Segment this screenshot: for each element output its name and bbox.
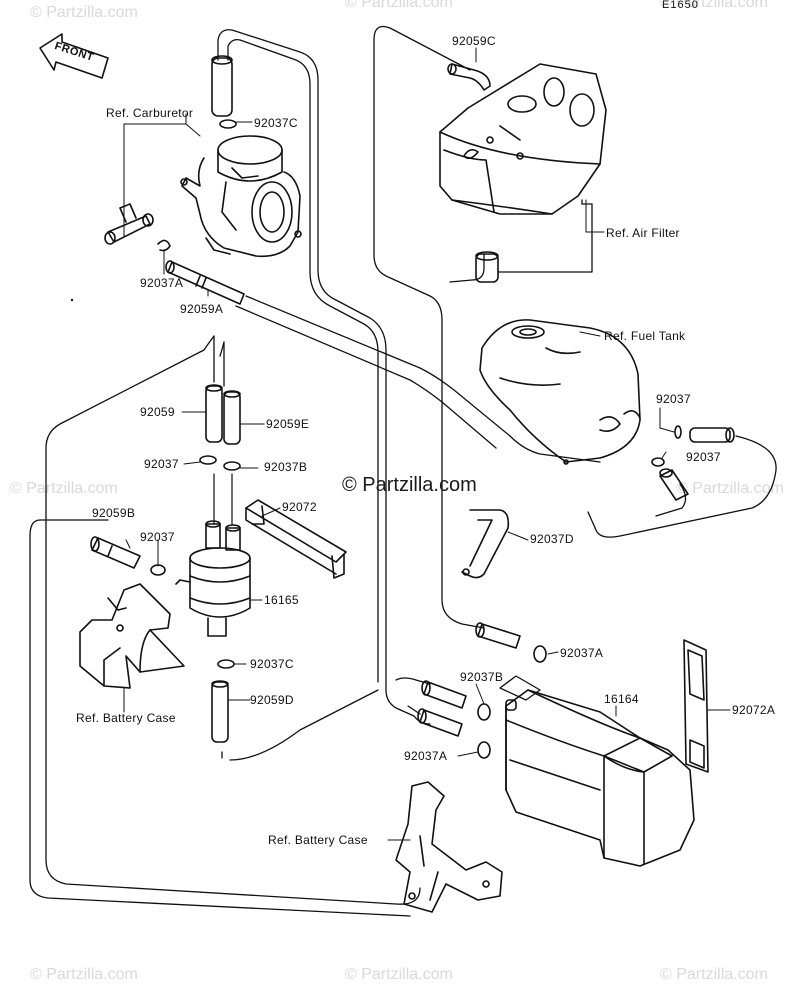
label-ref-fuel-tank: Ref. Fuel Tank	[604, 329, 686, 343]
label-92059e: 92059E	[266, 417, 310, 431]
label-ref-air-filter: Ref. Air Filter	[606, 226, 680, 240]
hose-92059c	[447, 63, 491, 91]
hose-92059e	[223, 390, 241, 445]
clamp-92037-tank-lower	[651, 457, 665, 467]
label-92059: 92059	[140, 405, 175, 419]
clamp-92037-tank-upper	[674, 425, 682, 439]
label-92072: 92072	[282, 500, 317, 514]
clamp-92037a-right	[533, 645, 547, 663]
label-92059c: 92059C	[452, 34, 496, 48]
label-92072a: 92072A	[732, 703, 776, 717]
hose-92059d	[211, 680, 229, 743]
label-16164: 16164	[604, 692, 639, 706]
watermark-bottom-right: © Partzilla.com	[660, 966, 768, 983]
stray-dot-mark	[70, 298, 74, 302]
clamp-92037c-low	[217, 659, 235, 669]
watermark-mid-left: © Partzilla.com	[10, 480, 118, 497]
label-92037c-low: 92037C	[250, 657, 294, 671]
hose-routing-lines	[29, 25, 777, 917]
clamp-92037d-drawing	[461, 509, 510, 579]
canister-16164-drawing	[505, 689, 695, 867]
diagram-code: E1650	[662, 0, 699, 11]
front-arrow-icon	[39, 33, 109, 79]
label-92037b-low: 92037B	[460, 670, 504, 684]
label-92037d: 92037D	[530, 532, 574, 546]
watermark-bottom-left: © Partzilla.com	[30, 966, 138, 983]
t-fitting-drawing	[104, 203, 154, 245]
label-92037-clamp: 92037	[140, 530, 175, 544]
hose-tank-right	[689, 427, 735, 443]
hose-tank-lower	[659, 468, 689, 501]
label-92059b: 92059B	[92, 506, 136, 520]
watermark-bottom-center: © Partzilla.com	[345, 966, 453, 983]
label-92037a-left: 92037A	[140, 276, 184, 290]
label-ref-carburetor: Ref. Carburetor	[106, 106, 194, 120]
label-ref-battery-case-left: Ref. Battery Case	[76, 711, 176, 725]
strap-92072a-drawing	[683, 639, 709, 773]
label-92037a-right: 92037A	[560, 646, 604, 660]
hose-92059a	[165, 260, 245, 305]
hose-92059b	[90, 536, 141, 569]
hoses-lower-center	[417, 680, 467, 737]
battery-case-left-drawing	[79, 583, 185, 689]
hose-92037a-right	[475, 622, 521, 649]
watermark-center: © Partzilla.com	[342, 474, 477, 496]
fuel-filter-drawing	[175, 520, 251, 637]
label-92059d: 92059D	[250, 693, 294, 707]
carburetor-drawing	[180, 135, 302, 258]
leader-lines	[123, 47, 731, 841]
label-92059a: 92059A	[180, 302, 224, 316]
label-16165: 16165	[264, 593, 299, 607]
label-92037c-top: 92037C	[254, 116, 298, 130]
air-filter-drawing	[439, 63, 607, 215]
clamp-92037b-mid	[223, 461, 241, 471]
bracket-92072-drawing	[245, 499, 347, 579]
hose-92059	[205, 384, 223, 443]
watermark-top-center: © Partzilla.com	[345, 0, 453, 11]
clamp-92037a-bottom	[477, 741, 491, 759]
label-92037-tank-lower: 92037	[686, 450, 721, 464]
watermark-top-left: © Partzilla.com	[30, 4, 138, 21]
clamp-92037b-low	[477, 703, 491, 721]
air-filter-drain	[475, 251, 499, 283]
watermark-mid-right: © Partzilla.com	[676, 480, 784, 497]
hose-92059-top	[211, 55, 233, 117]
battery-case-bottom-drawing	[395, 781, 503, 913]
label-92037-tank-upper: 92037	[656, 392, 691, 406]
label-92037a-bottom: 92037A	[404, 749, 448, 763]
clamp-92037c-top	[219, 119, 237, 129]
watermark-top-right: © Partzilla.com	[660, 0, 768, 11]
clamp-92037-mid	[199, 455, 217, 465]
label-92037-mid: 92037	[144, 457, 179, 471]
fuel-tank-drawing	[479, 319, 641, 465]
clamp-92037a-left	[157, 239, 171, 252]
label-92037b-mid: 92037B	[264, 460, 308, 474]
label-ref-battery-case-bottom: Ref. Battery Case	[268, 833, 368, 847]
